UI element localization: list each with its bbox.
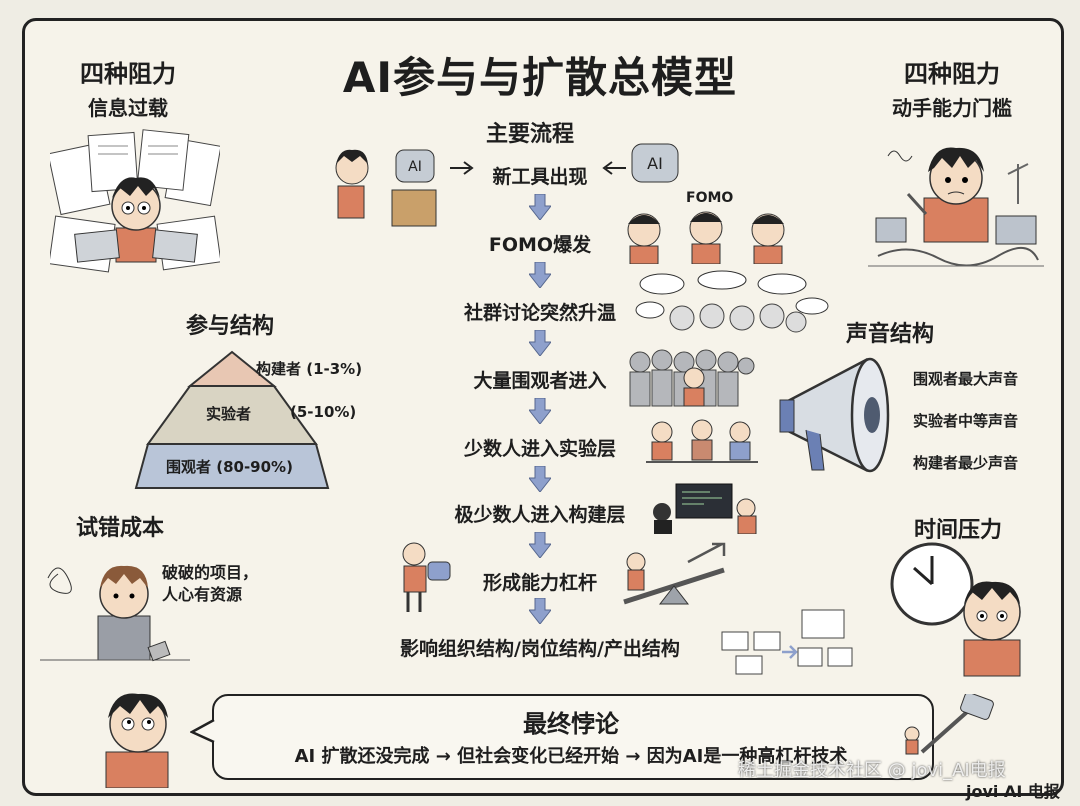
- flow-step-4: 大量围观者进入: [473, 370, 607, 392]
- trial-cost-illustration: [40, 565, 190, 662]
- time-pressure-heading: 时间压力: [914, 518, 1003, 543]
- lever-illustration: [623, 542, 726, 605]
- flow-step-3: 社群讨论突然升温: [463, 302, 616, 324]
- voice-heading: 声音结构: [846, 322, 935, 347]
- ai-robot-label: AI: [647, 154, 663, 173]
- final-paradox-text: AI 扩散还没完成 → 但社会变化已经开始 → 因为AI是一种高杠杆技术: [294, 746, 848, 767]
- right-top-subtitle: 动手能力门槛: [892, 96, 1012, 120]
- flow-step-2: FOMO爆发: [488, 234, 592, 256]
- participation-pyramid: [134, 350, 330, 489]
- hands-on-barrier-illustration: [868, 147, 1044, 267]
- trial-cost-speech: 破破的项目， 人心有资源: [162, 562, 258, 606]
- arrow-left-icon: [602, 161, 626, 175]
- left-top-subtitle: 信息过载: [88, 96, 168, 120]
- flow-arrow-down-3: [529, 330, 551, 356]
- flow-arrow-down-1: [529, 194, 551, 220]
- ai-holder-illustration: [402, 542, 451, 612]
- thinking-person-illustration: [105, 693, 169, 788]
- time-pressure-illustration: [890, 542, 1021, 677]
- watermark: 稀土掘金技术社区 @ jovi_AI电报: [738, 760, 1006, 781]
- bubble-tail: [190, 718, 215, 744]
- flow-arrow-down-4: [529, 398, 551, 424]
- svg-text:AI: AI: [408, 159, 422, 175]
- trial-cost-speech-line2: 人心有资源: [162, 585, 243, 604]
- arrow-right-icon: [450, 161, 474, 175]
- flow-step-7: 形成能力杠杆: [482, 572, 597, 594]
- left-top-heading: 四种阻力: [80, 60, 176, 88]
- trial-cost-heading: 试错成本: [76, 516, 165, 541]
- pyramid-label-spectators: 围观者 (80-90%): [166, 458, 293, 476]
- pyramid-label-experimenters: 实验者: [206, 405, 252, 423]
- pyramid-tier-spectators: [134, 443, 330, 489]
- flow-arrow-down-6: [529, 532, 551, 558]
- final-paradox-bubble: [212, 694, 934, 780]
- flow-arrow-down-2: [529, 262, 551, 288]
- info-overload-illustration: [50, 129, 220, 273]
- spectators-crowd-illustration: [629, 349, 755, 407]
- megaphone-icon: [779, 357, 890, 473]
- final-paradox-heading: 最终悖论: [523, 710, 619, 738]
- voice-item-2: 实验者中等声音: [913, 412, 1019, 430]
- flow-heading: 主要流程: [486, 122, 575, 147]
- right-top-heading: 四种阻力: [904, 60, 1000, 88]
- fomo-tag: FOMO: [686, 190, 734, 206]
- flow-step-8: 影响组织结构/岗位结构/产出结构: [400, 638, 680, 660]
- pyramid-label-experimenters-pct: (5-10%): [290, 403, 357, 421]
- ai-robot-illustration-left: AI: [335, 149, 437, 227]
- participation-heading: 参与结构: [186, 314, 275, 339]
- page-title: AI参与与扩散总模型: [342, 53, 738, 102]
- pyramid-label-builders: 构建者 (1-3%): [256, 360, 363, 378]
- ai-robot-illustration-right: AI: [631, 143, 679, 183]
- flow-arrow-down-5: [529, 466, 551, 492]
- trial-cost-speech-line1: 破破的项目，: [162, 563, 259, 582]
- flow-step-1: 新工具出现: [492, 166, 588, 188]
- voice-item-3: 构建者最少声音: [913, 454, 1019, 472]
- builders-illustration: [653, 483, 757, 534]
- org-change-illustration: [721, 609, 853, 675]
- flow-step-6: 极少数人进入构建层: [454, 504, 626, 526]
- flow-step-5: 少数人进入实验层: [463, 438, 616, 460]
- community-discussion-illustration: [635, 270, 829, 333]
- flow-arrow-down-7: [529, 598, 551, 624]
- small-lever-illustration: [904, 694, 994, 755]
- fomo-crowd-illustration: [627, 211, 785, 264]
- voice-item-1: 围观者最大声音: [913, 370, 1019, 388]
- experimenters-illustration: [646, 419, 758, 463]
- signature: jovi AI 电报: [966, 782, 1060, 801]
